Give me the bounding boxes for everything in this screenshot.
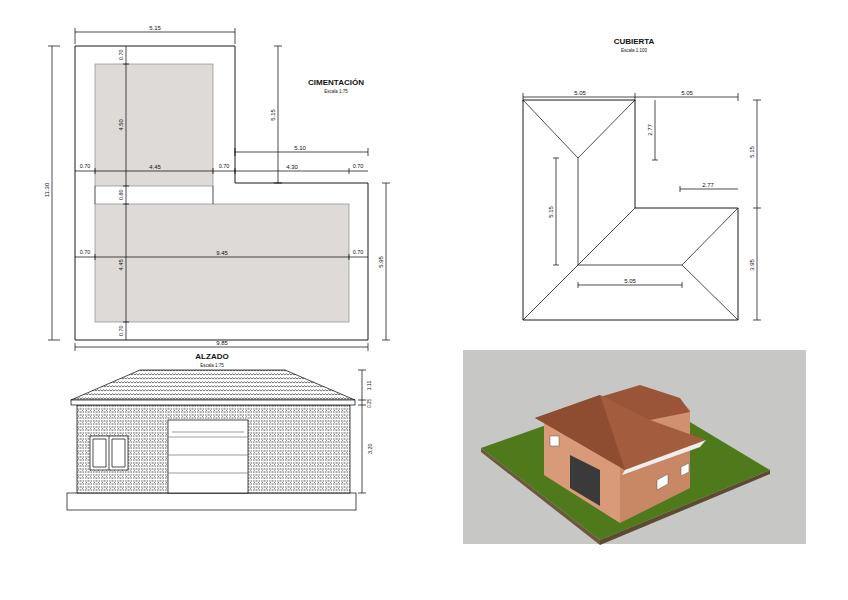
dimension-label: Escala 1:100 [621, 49, 647, 54]
dimension-label: 0.80 [118, 190, 124, 201]
dimension-label: 3.20 [367, 444, 373, 455]
foundation-plan [48, 28, 390, 351]
dimension-label: 0.70 [80, 164, 91, 170]
section-title: ALZADO [195, 353, 228, 361]
dimension-label: 2.77 [647, 124, 653, 136]
dimension-label: 3.95 [749, 259, 755, 271]
dimension-label: 2.77 [702, 182, 714, 188]
roof-plan [523, 93, 761, 320]
dimension-label: 5.05 [624, 278, 636, 284]
dimension-label: 0.70 [353, 250, 364, 256]
dimension-label: 4.30 [286, 164, 298, 170]
dimension-label: 5.10 [294, 145, 306, 151]
dimension-label: 0.70 [118, 50, 124, 61]
dimension-label: 5.15 [149, 25, 161, 31]
dimension-label: 9.45 [216, 250, 228, 256]
elevation [67, 370, 366, 510]
dimension-label: 5.15 [749, 146, 755, 158]
dimension-label: 0.70 [118, 326, 124, 337]
dimension-label: 4.45 [149, 164, 161, 170]
dimension-label: 5.15 [270, 109, 276, 121]
dimension-label: 0.25 [368, 399, 373, 408]
dimension-label: Escala 1:75 [200, 364, 224, 369]
dimension-label: 5.05 [574, 90, 586, 96]
render-view [463, 350, 806, 545]
dimension-label: Escala 1:75 [324, 90, 348, 95]
dimension-label: 11.30 [44, 183, 50, 198]
dimension-label: 0.70 [80, 250, 91, 256]
dimension-label: 4.45 [118, 259, 124, 271]
dimension-label: 5.15 [548, 206, 554, 218]
dimension-label: 5.95 [378, 256, 384, 268]
dimension-label: 0.70 [219, 164, 230, 170]
dimension-label: 1.11 [368, 380, 373, 389]
section-title: CUBIERTA [614, 38, 655, 46]
section-title: CIMENTACIÓN [308, 79, 364, 87]
dimension-label: 9.85 [216, 340, 228, 346]
dimension-label: 0.70 [353, 164, 364, 170]
dimension-label: 5.05 [681, 90, 693, 96]
dimension-label: 4.50 [118, 119, 124, 131]
